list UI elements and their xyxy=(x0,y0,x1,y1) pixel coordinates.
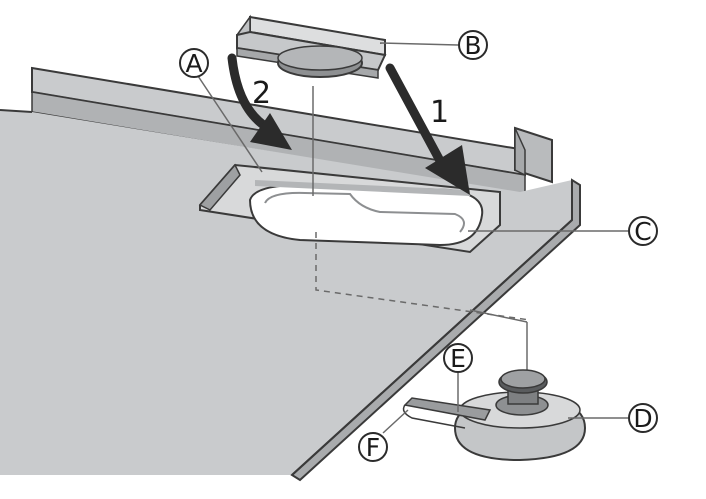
arrow-step-2 xyxy=(227,53,292,150)
callout-b-label: B xyxy=(464,31,481,60)
callout-b: B xyxy=(458,30,488,60)
step-label-2: 2 xyxy=(252,76,271,111)
callout-e: E xyxy=(443,343,473,373)
step-label-1: 1 xyxy=(430,95,449,130)
arrow-step-1 xyxy=(385,63,470,195)
callout-a-label: A xyxy=(185,49,202,78)
callout-a: A xyxy=(179,48,209,78)
callout-d-label: D xyxy=(633,404,652,433)
callout-e-label: E xyxy=(450,344,466,373)
callout-d: D xyxy=(628,403,658,433)
callout-leaders xyxy=(197,42,628,434)
clip-part xyxy=(236,14,387,79)
panel-cutout xyxy=(198,163,501,254)
callout-f-label: F xyxy=(366,433,380,462)
callout-c: C xyxy=(628,216,658,246)
foot-dashed-guide xyxy=(315,232,531,372)
callout-f: F xyxy=(358,432,388,462)
callout-c-label: C xyxy=(634,217,651,246)
